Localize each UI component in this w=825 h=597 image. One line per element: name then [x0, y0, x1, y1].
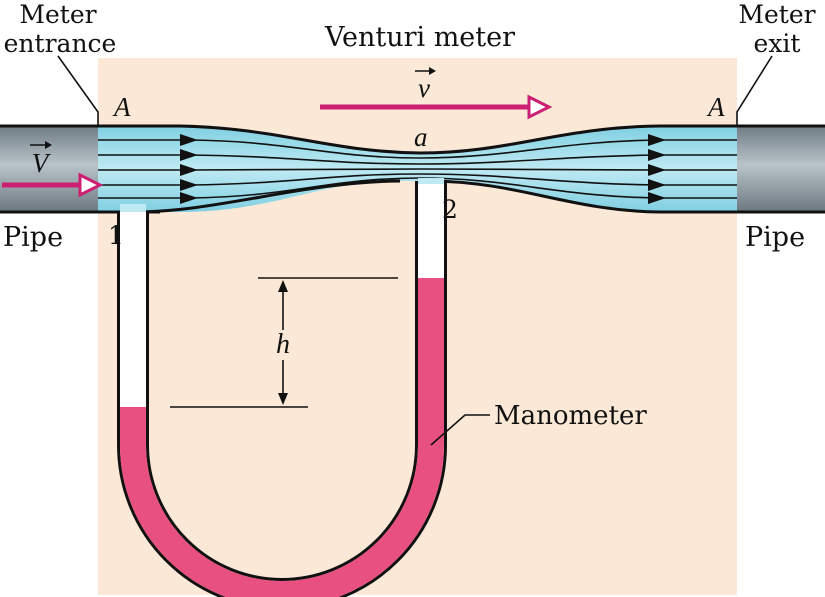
vector-overarrow-V-icon [30, 141, 52, 149]
left-pipe [0, 124, 98, 214]
height-arrow-up-icon [278, 280, 288, 292]
manometer [117, 178, 447, 597]
area-right-label: A [706, 92, 725, 122]
pipe-right-label: Pipe [745, 222, 805, 253]
throat-velocity-arrow [320, 94, 553, 120]
meter-entrance-leader [57, 55, 99, 126]
manometer-fluid [120, 278, 444, 597]
velocity-v-label: v [418, 73, 430, 103]
venturi-bottom-wall-right [431, 179, 737, 214]
streamlines [98, 139, 737, 199]
meter-exit-leader [736, 55, 773, 126]
area-throat-label: a [414, 122, 428, 152]
pipe-left-label: Pipe [3, 222, 63, 253]
area-left-label: A [112, 92, 131, 122]
velocity-V-label: V [32, 148, 52, 178]
manometer-leader-line [430, 414, 490, 446]
manometer-label: Manometer [494, 401, 647, 431]
diagram-title: Venturi meter [324, 22, 515, 53]
pipe-velocity-arrowhead-icon [78, 172, 104, 198]
right-pipe [737, 124, 825, 214]
throat-velocity-arrowhead-icon [527, 94, 553, 120]
venturi-top-wall [98, 124, 737, 155]
venturi-bottom-wall-mid [132, 179, 401, 214]
meter-entrance-label-line2: entrance [4, 29, 117, 58]
meter-exit-label-line2: exit [754, 29, 801, 58]
point-1-label: 1 [108, 221, 124, 250]
meter-exit-label-line1: Meter [738, 0, 815, 29]
point-2-label: 2 [442, 195, 458, 224]
pipe-velocity-arrow [2, 172, 104, 198]
vector-overarrow-v-icon [415, 67, 436, 75]
height-arrow-down-icon [278, 393, 288, 405]
flow-arrowheads [180, 134, 666, 204]
meter-entrance-label-line1: Meter [19, 0, 96, 29]
height-label: h [276, 329, 290, 360]
